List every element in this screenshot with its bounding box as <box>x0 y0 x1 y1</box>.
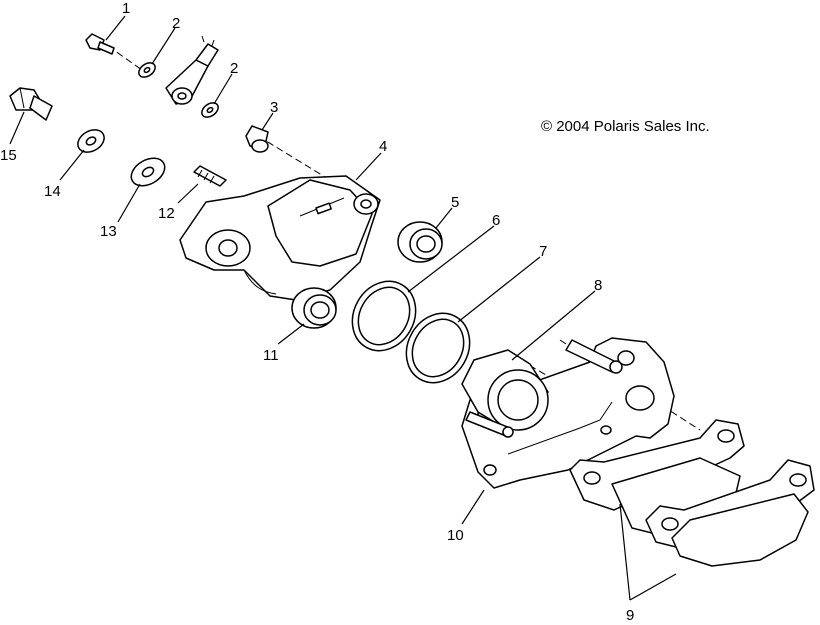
callout-9: 9 <box>626 607 634 624</box>
callout-7: 7 <box>539 243 547 260</box>
bleeder-screw-part-12 <box>193 165 227 187</box>
callout-2a: 2 <box>172 15 180 32</box>
caliper-body-part-4 <box>179 175 381 301</box>
callout-1: 1 <box>122 0 130 17</box>
piston-part-8 <box>461 349 549 431</box>
banjo-fitting <box>165 35 219 105</box>
callout-11: 11 <box>263 347 279 364</box>
brake-pad-part-9b <box>645 459 815 567</box>
callout-13: 13 <box>100 223 117 240</box>
washer-part-2a <box>138 62 156 78</box>
callout-8: 8 <box>594 277 602 294</box>
bushing-part-3 <box>245 125 269 153</box>
callout-labels: 1 2 2 3 4 5 6 7 8 9 10 11 12 13 14 15 <box>0 0 634 624</box>
washer-part-13 <box>130 157 166 187</box>
seal-ring-part-6 <box>351 280 417 352</box>
piston-part-11 <box>291 287 337 329</box>
callout-10: 10 <box>447 527 464 544</box>
callout-3: 3 <box>270 99 278 116</box>
washer-part-2b <box>201 102 219 118</box>
callout-15: 15 <box>0 147 17 164</box>
callout-6: 6 <box>492 212 500 229</box>
callout-5: 5 <box>451 194 459 211</box>
seal-ring-part-7 <box>405 312 471 384</box>
piston-part-5 <box>397 221 443 263</box>
washer-part-14 <box>77 129 105 153</box>
callout-14: 14 <box>44 183 61 200</box>
bolt-part-15 <box>9 87 53 121</box>
guide-pins <box>465 339 623 438</box>
leader-lines <box>9 15 677 601</box>
callout-2b: 2 <box>230 60 238 77</box>
callout-12: 12 <box>158 205 175 222</box>
screw-part-1 <box>85 33 115 55</box>
copyright-text: © 2004 Polaris Sales Inc. <box>541 118 710 135</box>
callout-4: 4 <box>379 138 387 155</box>
